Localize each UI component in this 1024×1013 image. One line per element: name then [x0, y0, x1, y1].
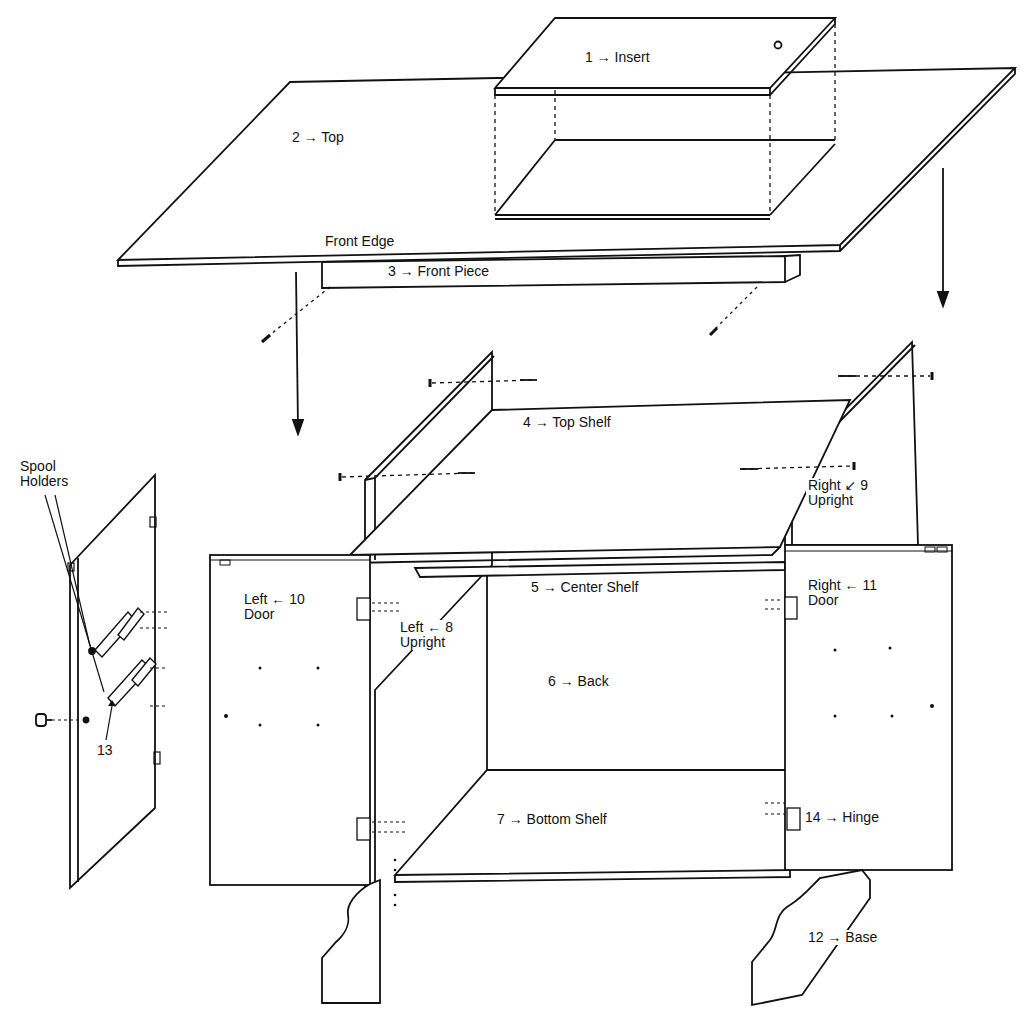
edge-label: Front Edge: [323, 234, 396, 249]
part-label: 7 → Bottom Shelf: [495, 812, 609, 827]
right-door: [785, 545, 952, 870]
insert-lid-edge: [495, 18, 835, 95]
bottom-shelf: [395, 770, 790, 875]
top-panel: [118, 68, 1015, 260]
loose-door: [70, 475, 155, 888]
insert-hole: [775, 42, 782, 49]
center-shelf: [415, 562, 785, 577]
left-door: [210, 555, 370, 885]
part-label: 14 → Hinge: [803, 810, 881, 825]
part-label: Right ← 11 Door: [806, 578, 890, 608]
part-label: 3 → Front Piece: [386, 264, 491, 279]
left-base: [322, 880, 380, 1003]
part-label: Right ↙ 9 Upright: [806, 478, 882, 508]
part-label: 1 → Insert: [583, 50, 652, 65]
callout-label: Spool Holders: [18, 459, 84, 489]
top-shelf: [350, 400, 850, 555]
callout-number: 13: [95, 743, 115, 758]
front-piece: [322, 256, 785, 288]
part-label: 12 → Base: [806, 930, 879, 945]
top-edge: [839, 245, 841, 251]
part-label: 5 → Center Shelf: [529, 580, 640, 595]
top-edge: [118, 68, 1015, 266]
part-label: 6 → Back: [546, 674, 611, 689]
part-label: Left ← 8 Upright: [398, 620, 468, 650]
part-label: 2 → Top: [290, 130, 346, 145]
part-label: 4 → Top Shelf: [521, 415, 613, 430]
insert-lid: [495, 18, 835, 88]
part-label: Left ← 10 Door: [242, 592, 312, 622]
